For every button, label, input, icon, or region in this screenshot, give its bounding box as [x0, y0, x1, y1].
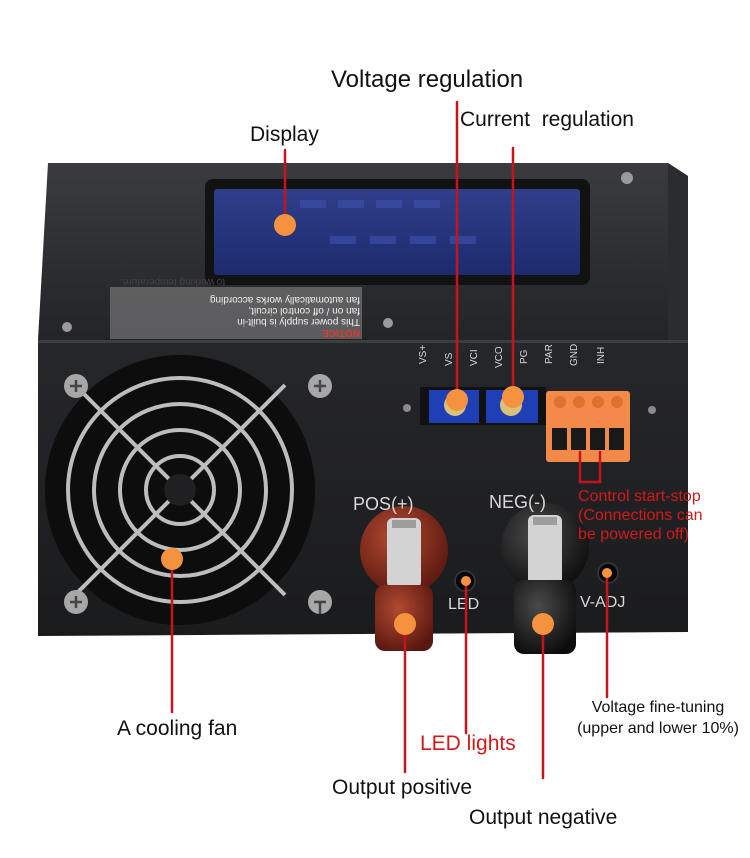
led-marking: LED	[448, 596, 480, 613]
current-marker	[502, 386, 524, 408]
negative-marker	[532, 613, 554, 635]
output-negative-label: Output negative	[469, 806, 618, 829]
fine-line: (upper and lower 10%)	[577, 720, 739, 737]
fine-tune-marker	[602, 568, 612, 578]
control-line: (Connections can	[578, 507, 703, 524]
cooling-fan-label: A cooling fan	[117, 717, 238, 740]
control-start-stop-label: Control start-stop (Connections can be p…	[578, 487, 703, 544]
display-label: Display	[250, 123, 319, 146]
led-lights-label: LED lights	[420, 732, 516, 755]
voltage-marker	[446, 389, 468, 411]
positive-marker	[394, 613, 416, 635]
voltage-regulation-label: Voltage regulation	[331, 66, 524, 93]
current-regulation-label: Current regulation	[460, 108, 634, 131]
vadj-marking: V-ADJ	[580, 594, 626, 611]
output-positive-label: Output positive	[332, 776, 473, 799]
neg-marking: NEG(-)	[489, 492, 546, 512]
led-marker	[461, 576, 471, 586]
control-line: be powered off)	[578, 526, 689, 543]
fine-line: Voltage fine-tuning	[591, 699, 725, 716]
control-pointer	[578, 450, 602, 484]
pos-marking: POS(+)	[353, 494, 414, 514]
control-line: Control start-stop	[578, 488, 701, 505]
display-marker	[274, 214, 296, 236]
voltage-fine-tuning-label: Voltage fine-tuning (upper and lower 10%…	[568, 697, 748, 739]
fan-marker	[161, 548, 183, 570]
